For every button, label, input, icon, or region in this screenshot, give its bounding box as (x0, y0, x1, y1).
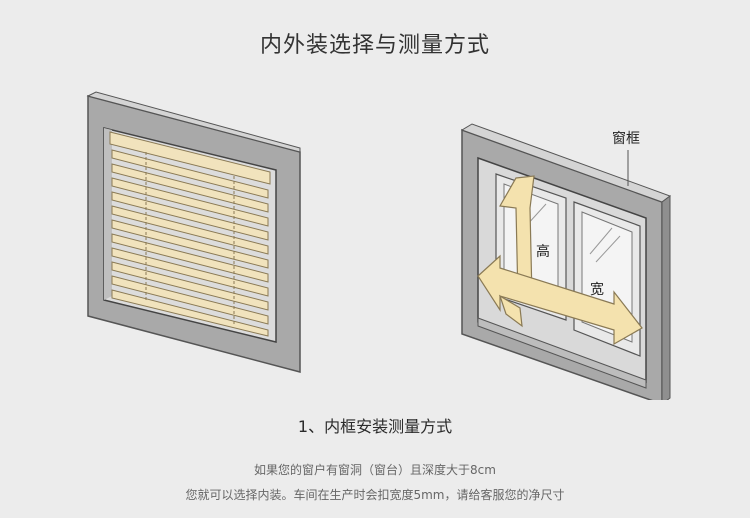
blind-slats (111, 149, 269, 337)
description-line-1: 如果您的窗户有窗洞（窗台）且深度大于8cm (254, 463, 496, 477)
frame-label: 窗框 (612, 130, 640, 147)
height-label: 高 (536, 243, 550, 260)
width-label: 宽 (590, 281, 604, 298)
inside-mount-window (86, 91, 301, 373)
width-arrow (477, 254, 643, 346)
frame-measurement-window: 窗框 高 宽 (460, 123, 672, 400)
installation-illustration: 窗框 高 宽 (86, 91, 672, 400)
description-line-2: 您就可以选择内装。车间在生产时会扣宽度5mm，请给客服您的净尺寸 (185, 488, 565, 502)
section-title: 1、内框安装测量方式 (297, 417, 453, 436)
page-title: 内外装选择与测量方式 (259, 33, 490, 58)
